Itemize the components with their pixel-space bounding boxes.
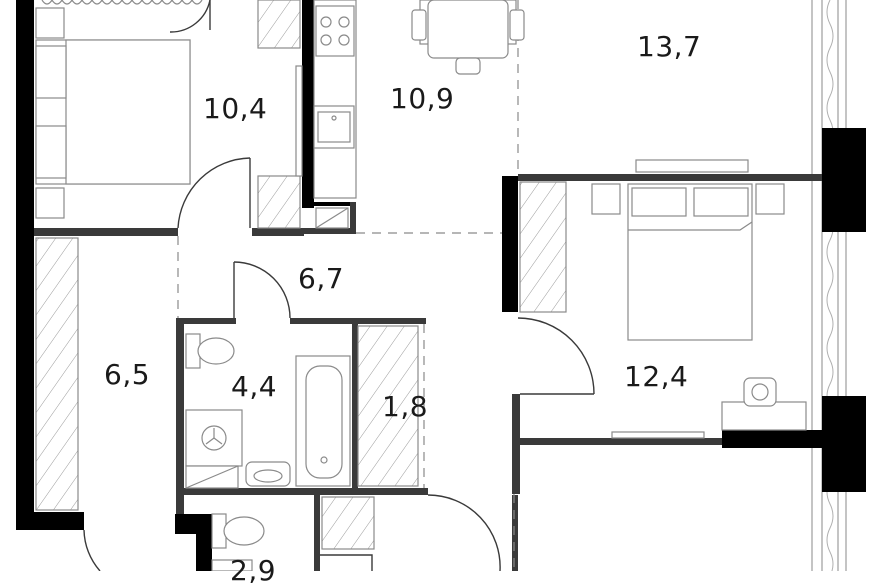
partitions — [34, 174, 822, 571]
double-bed-icon — [591, 159, 785, 341]
toilet-icon — [211, 513, 265, 571]
room-label-hall: 6,5 — [104, 358, 151, 391]
bathroom-fixtures — [185, 333, 351, 489]
doors — [83, 0, 595, 571]
room-label-kitchen: 10,9 — [390, 82, 455, 115]
bed-icon — [35, 0, 203, 219]
wardrobe-icon — [35, 0, 567, 550]
dining-table-icon — [411, 0, 525, 75]
zone-borders — [177, 0, 519, 571]
room-label-living: 13,7 — [637, 30, 702, 63]
room-label-corridor: 6,7 — [298, 262, 345, 295]
kitchen-icon — [295, 0, 357, 229]
room-label-closet: 1,8 — [382, 390, 429, 423]
room-label-bathroom: 4,4 — [231, 370, 278, 403]
exterior-walls — [16, 0, 866, 571]
room-label-bedroom-2: 12,4 — [624, 360, 689, 393]
floor-plan — [16, 0, 866, 571]
room-label-bedroom-1: 10,4 — [203, 92, 268, 125]
desk-icon — [611, 377, 807, 439]
